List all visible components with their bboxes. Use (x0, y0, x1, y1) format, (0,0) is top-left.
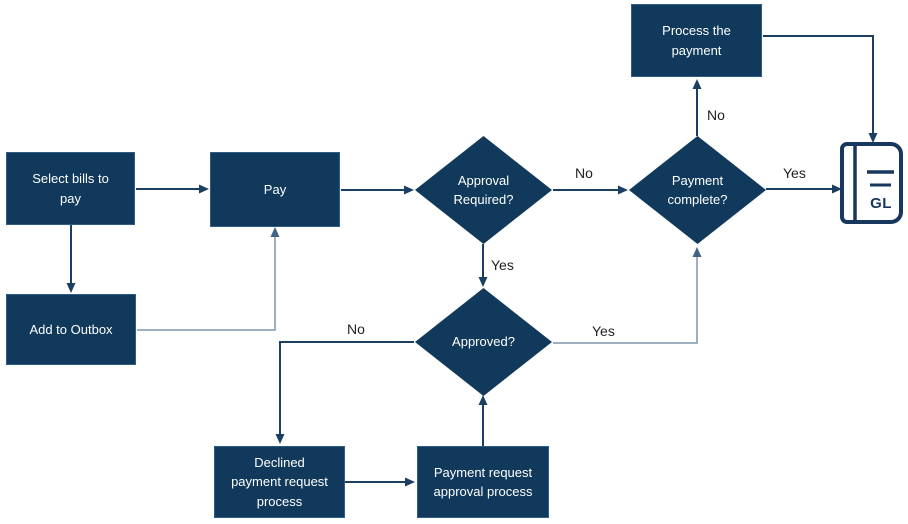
node-pay: Pay (210, 152, 340, 227)
node-add-outbox: Add to Outbox (6, 294, 136, 365)
node-process-payment: Process the payment (631, 4, 762, 77)
connector-pay-to-approval-required (341, 185, 414, 195)
edge-label-payment-complete-yes: Yes (783, 165, 806, 181)
connector-approval-required-yes (478, 244, 488, 287)
edge-label-payment-complete-no: No (707, 107, 725, 123)
connector-declined-to-approval-process (345, 477, 415, 487)
connector-payment-complete-no (692, 79, 702, 136)
connector-approval-required-no (553, 185, 628, 195)
node-pay-label: Pay (263, 181, 287, 197)
node-add-outbox-label: Add to Outbox (29, 321, 113, 337)
gl-icon-label: GL (870, 195, 892, 212)
edge-label-approval-required-yes: Yes (491, 257, 514, 273)
node-declined-process-label: Declined payment request process (231, 454, 328, 509)
connector-approved-no (275, 341, 414, 444)
connector-select-bills-to-pay (136, 184, 209, 194)
connector-process-payment-to-gl (763, 35, 878, 143)
node-process-payment-label: Process the payment (662, 23, 731, 58)
node-payment-complete-label: Payment complete? (667, 172, 728, 208)
edge-label-approved-no: No (347, 321, 365, 337)
connector-approval-process-to-approved (478, 395, 488, 446)
node-approval-process-label: Payment request approval process (433, 464, 533, 500)
node-approved-label: Approved? (452, 334, 515, 350)
connector-select-bills-to-add-outbox (66, 225, 76, 293)
node-approval-required-label: Approval Required? (453, 172, 514, 208)
ledger-book-icon (840, 142, 903, 224)
node-select-bills-label: Select bills to pay (32, 171, 109, 206)
node-approval-process: Payment request approval process (417, 446, 549, 518)
connector-payment-complete-yes (766, 184, 842, 194)
connector-add-outbox-to-pay (137, 227, 280, 331)
node-declined-process: Declined payment request process (214, 446, 345, 518)
connector-approved-yes (553, 247, 702, 344)
edge-label-approved-yes: Yes (592, 323, 615, 339)
edge-label-approval-required-no: No (575, 165, 593, 181)
node-select-bills: Select bills to pay (6, 152, 135, 225)
